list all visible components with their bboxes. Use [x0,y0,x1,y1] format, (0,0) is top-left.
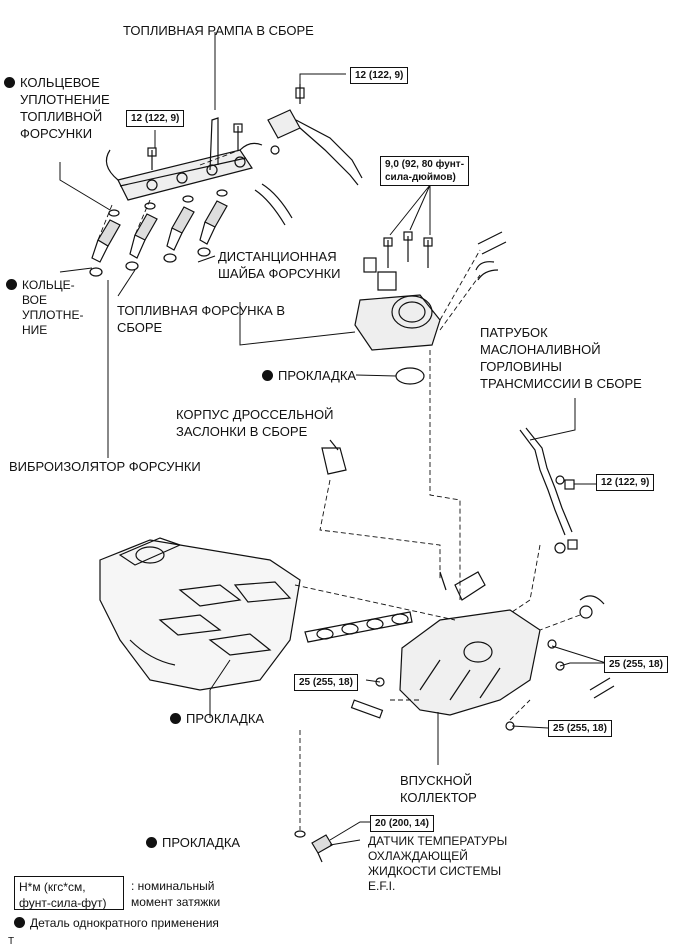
single-use-dot-icon [262,370,273,381]
fuel-hose-drawing [254,183,293,226]
single-use-dot-icon [14,917,25,928]
legend-torque-box: Н*м (кгс*см,фунт-сила-фут) [14,876,124,910]
label-gasket-throttle: ПРОКЛАДКА [262,367,356,384]
single-use-dot-icon [146,837,157,848]
torque-manifold-left: 25 (255, 18) [294,674,358,691]
legend-single-use: Деталь однократного применения [14,916,219,930]
engine-block-drawing [99,537,301,691]
label-insulator: ВИБРОИЗОЛЯТОР ФОРСУНКИ [9,459,201,474]
single-use-dot-icon [4,77,15,88]
intake-manifold-drawing [350,571,615,731]
tb-gasket-drawing [395,367,425,385]
throttle-body-drawing [354,231,507,351]
temp-sensor-drawing [294,830,333,863]
single-use-dot-icon [6,279,17,290]
manifold-gasket-drawing [304,611,413,643]
torque-manifold-right: 25 (255, 18) [604,656,668,673]
label-o-ring-injector: КОЛЬЦЕВОЕ УПЛОТНЕНИЕ ТОПЛИВНОЙ ФОРСУНКИ [4,74,110,142]
label-gasket-manifold: ПРОКЛАДКА [170,710,264,727]
label-gasket-sensor: ПРОКЛАДКА [146,834,240,851]
connector-drawing [321,439,347,475]
torque-manifold-bottom: 25 (255, 18) [548,720,612,737]
torque-sensor: 20 (200, 14) [370,815,434,832]
torque-rail-left: 12 (122, 9) [126,110,185,127]
corner-mark: T [8,936,15,947]
fuel-damper-drawing [267,84,363,186]
single-use-dot-icon [170,713,181,724]
label-fuel-rail: ТОПЛИВНАЯ РАМПА В СБОРЕ [123,23,314,38]
torque-oil-filler: 12 (122, 9) [596,474,655,491]
oil-filler-drawing [519,427,578,554]
label-o-ring: КОЛЬЦЕ- ВОЕ УПЛОТНЕ- НИЕ [6,278,83,338]
fuel-rail-drawing [105,117,263,201]
torque-throttle: 9,0 (92, 80 фунт-сила-дюймов) [380,156,470,186]
injectors-drawing [89,189,228,277]
torque-rail-top: 12 (122, 9) [350,67,409,84]
